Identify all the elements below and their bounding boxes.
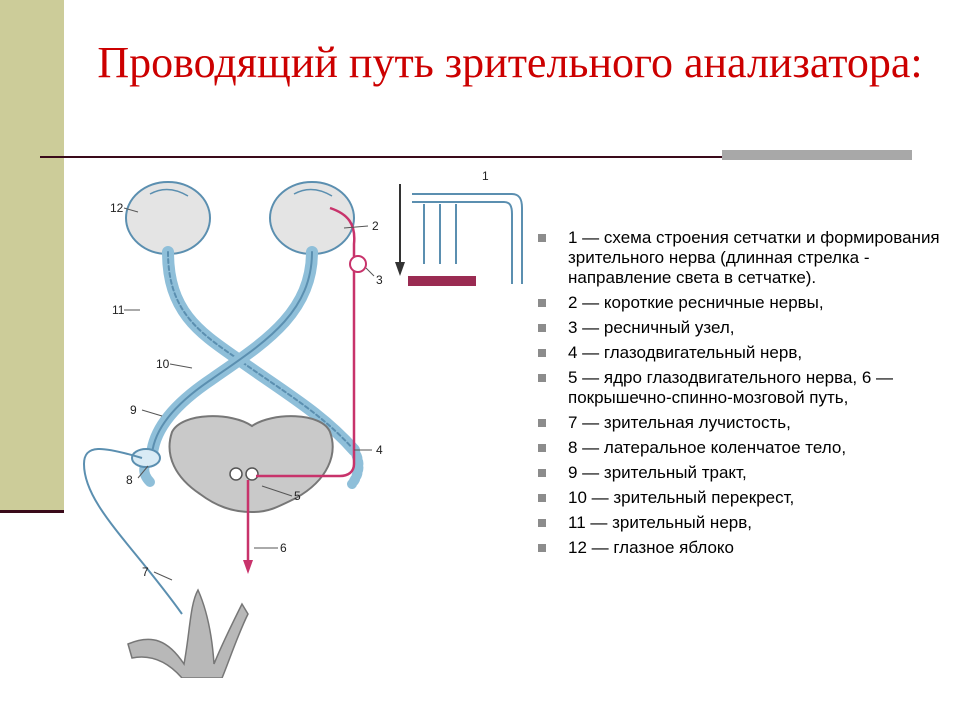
legend-text: 12 — глазное яблоко [568, 538, 735, 557]
legend-text: 7 — зрительная лучистость, [568, 413, 791, 432]
label-5: 5 [294, 489, 301, 503]
bullet-icon [538, 324, 546, 332]
legend-item: 3 — ресничный узел, [534, 318, 950, 338]
label-12: 12 [110, 201, 124, 215]
left-eyeball [125, 181, 211, 255]
bullet-icon [538, 234, 546, 242]
legend-text: 9 — зрительный тракт, [568, 463, 747, 482]
decorative-side-band [0, 0, 64, 512]
title-underline [40, 156, 912, 158]
legend-item: 11 — зрительный нерв, [534, 513, 950, 533]
lateral-geniculate-body [131, 448, 161, 468]
label-8: 8 [126, 473, 133, 487]
title-underline-accent [722, 150, 912, 160]
legend-item: 2 — короткие ресничные нервы, [534, 293, 950, 313]
legend-text: 10 — зрительный перекрест, [568, 488, 795, 507]
label-4: 4 [376, 443, 383, 457]
bullet-icon [538, 419, 546, 427]
legend-item: 4 — глазодвигательный нерв, [534, 343, 950, 363]
right-eyeball [269, 181, 355, 255]
legend-text: 1 — схема строения сетчатки и формирован… [568, 228, 940, 287]
legend-item: 12 — глазное яблоко [534, 538, 950, 558]
bullet-icon [538, 444, 546, 452]
leader-lines [123, 207, 375, 581]
bullet-icon [538, 374, 546, 382]
legend-text: 8 — латеральное коленчатое тело, [568, 438, 847, 457]
legend-text: 11 — зрительный нерв, [568, 513, 752, 532]
optic-radiation [82, 447, 183, 615]
slide-title: Проводящий путь зрительного анализатора: [97, 38, 923, 87]
legend-text: 5 — ядро глазодвигательного нерва, 6 — п… [568, 368, 894, 407]
bullet-icon [538, 349, 546, 357]
optic-nerves [139, 246, 364, 489]
label-10: 10 [156, 357, 170, 371]
bullet-icon [538, 469, 546, 477]
legend-list: 1 — схема строения сетчатки и формирован… [534, 228, 950, 563]
diagram-number-labels: 12 11 10 9 8 7 5 6 4 3 2 1 [110, 169, 489, 579]
legend-text: 4 — глазодвигательный нерв, [568, 343, 803, 362]
legend-item: 7 — зрительная лучистость, [534, 413, 950, 433]
legend-item: 10 — зрительный перекрест, [534, 488, 950, 508]
label-6: 6 [280, 541, 287, 555]
side-band-divider [0, 510, 64, 513]
oculomotor-nucleus [229, 467, 259, 481]
legend-item: 9 — зрительный тракт, [534, 463, 950, 483]
midbrain-section [168, 415, 334, 514]
bullet-icon [538, 494, 546, 502]
label-9: 9 [130, 403, 137, 417]
visual-pathway-diagram: 12 11 10 9 8 7 5 6 4 3 2 1 [72, 164, 524, 678]
label-1: 1 [482, 169, 489, 183]
label-2: 2 [372, 219, 379, 233]
bullet-icon [538, 299, 546, 307]
legend-item: 8 — латеральное коленчатое тело, [534, 438, 950, 458]
label-3: 3 [376, 273, 383, 287]
legend-text: 2 — короткие ресничные нервы, [568, 293, 824, 312]
retina-inset [395, 184, 523, 286]
oculomotor-pathway [243, 206, 356, 574]
legend-item: 1 — схема строения сетчатки и формирован… [534, 228, 950, 288]
label-11: 11 [112, 303, 125, 317]
occipital-cortex [127, 588, 249, 678]
legend-item: 5 — ядро глазодвигательного нерва, 6 — п… [534, 368, 950, 408]
bullet-icon [538, 544, 546, 552]
ciliary-ganglion [349, 255, 367, 273]
label-7: 7 [142, 565, 149, 579]
legend-text: 3 — ресничный узел, [568, 318, 735, 337]
bullet-icon [538, 519, 546, 527]
